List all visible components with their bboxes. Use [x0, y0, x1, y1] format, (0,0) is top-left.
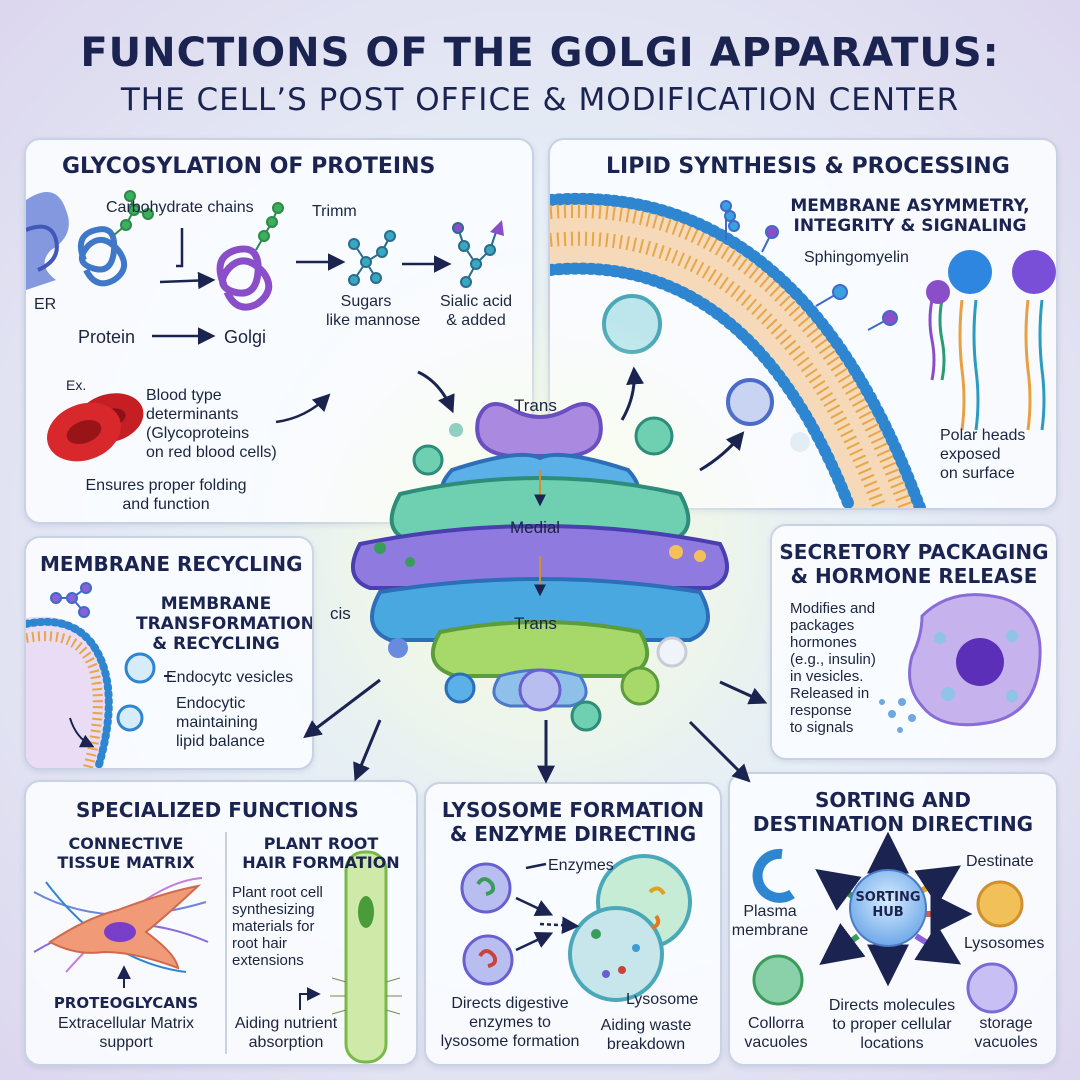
glycosylation-panel: GLYCOSYLATION OF PROTEINS Carbohydrate c… — [24, 138, 534, 524]
vacuole-icon — [752, 954, 804, 1006]
carbohydrate-label: Carbohydrate chains — [106, 199, 254, 216]
sorting-illustration — [752, 831, 1024, 1014]
page-subtitle: THE CELL’S POST OFFICE & MODIFICATION CE… — [120, 82, 960, 118]
secretory-illustration — [879, 593, 1042, 733]
lysosome-title: LYSOSOME FORMATION& ENZYME DIRECTING — [441, 798, 705, 846]
specialized-illustration — [33, 832, 402, 1064]
endocytic-vesicle-icon — [116, 704, 144, 732]
sphingomyelin-label: Sphingomyelin — [804, 249, 909, 266]
lysosome-panel: LYSOSOME FORMATION& ENZYME DIRECTING Enz… — [424, 782, 722, 1066]
proteoglycans-label: PROTEOGLYCANS — [53, 994, 199, 1012]
sialic-label: Sialic acid& added — [439, 293, 513, 329]
glycosylation-title: GLYCOSYLATION OF PROTEINS — [62, 154, 436, 179]
red-blood-cell-icon — [47, 393, 144, 462]
lysosome-icon — [976, 880, 1024, 928]
medial-label: Medial — [510, 518, 561, 537]
nucleus-icon — [956, 638, 1004, 686]
plasma-membrane-icon — [752, 848, 795, 903]
lipid-subtitle: MEMBRANE ASYMMETRY,INTEGRITY & SIGNALING — [790, 196, 1030, 236]
er-icon — [26, 192, 69, 290]
trimm-label: Trimm — [312, 203, 357, 220]
enzymes-label: Enzymes — [548, 857, 614, 874]
lysosome-illustration — [460, 854, 692, 1002]
recycling-illustration — [26, 582, 172, 768]
lipid-panel: LIPID SYNTHESIS & PROCESSING MEMBRANE AS… — [548, 138, 1058, 510]
er-label: ER — [34, 296, 57, 313]
storage-vacuole-icon — [966, 962, 1018, 1014]
protein-label: Protein — [78, 327, 136, 347]
hormone-granules-icon — [879, 698, 916, 733]
sialic-acid-icon — [452, 220, 504, 288]
fibroblast-icon — [33, 877, 209, 973]
glycosylation-illustration — [26, 190, 504, 462]
lysosome-icon — [568, 854, 692, 1002]
enzyme-vesicle-icon — [462, 934, 514, 986]
polar-head-icon — [926, 250, 1056, 431]
trans-bottom-label: Trans — [514, 614, 557, 633]
vesicle-icon — [602, 294, 662, 354]
carbohydrate-chain-icon — [113, 190, 154, 236]
lipid-title: LIPID SYNTHESIS & PROCESSING — [606, 154, 1010, 179]
sugar-tree-icon — [348, 230, 396, 286]
secretory-title: SECRETORY PACKAGING& HORMONE RELEASE — [779, 540, 1049, 588]
golgi-chain-icon — [255, 202, 284, 251]
page-title: FUNCTIONS OF THE GOLGI APPARATUS: — [80, 30, 1000, 76]
sorting-hub-icon — [849, 869, 927, 947]
secretory-panel: SECRETORY PACKAGING& HORMONE RELEASE Mod… — [770, 524, 1058, 760]
recycling-title: MEMBRANE RECYCLING — [40, 552, 303, 576]
cis-label: cis — [330, 604, 351, 623]
endocytic-vesicle-icon — [124, 652, 156, 684]
golgi-protein-icon — [216, 245, 273, 311]
destinate-label: Destinate — [966, 853, 1034, 870]
vesicle-icon — [726, 378, 774, 426]
lysosomes-label: Lysosomes — [964, 935, 1045, 952]
protein-icon — [78, 226, 127, 287]
lysosome-label: Lysosome — [626, 991, 699, 1008]
ex-label: Ex. — [66, 377, 87, 393]
molecule-icon — [50, 582, 92, 618]
sphingomyelin-icon — [720, 200, 898, 331]
root-hair-icon — [330, 850, 402, 1064]
specialized-title: SPECIALIZED FUNCTIONS — [76, 798, 359, 822]
lipid-illustration — [550, 192, 1056, 508]
endocytic-vesicles-label: Endocytc vesicles — [166, 669, 294, 686]
enzyme-vesicle-icon — [460, 862, 512, 914]
trans-top-label: Trans — [514, 396, 557, 415]
golgi-label: Golgi — [224, 327, 267, 347]
